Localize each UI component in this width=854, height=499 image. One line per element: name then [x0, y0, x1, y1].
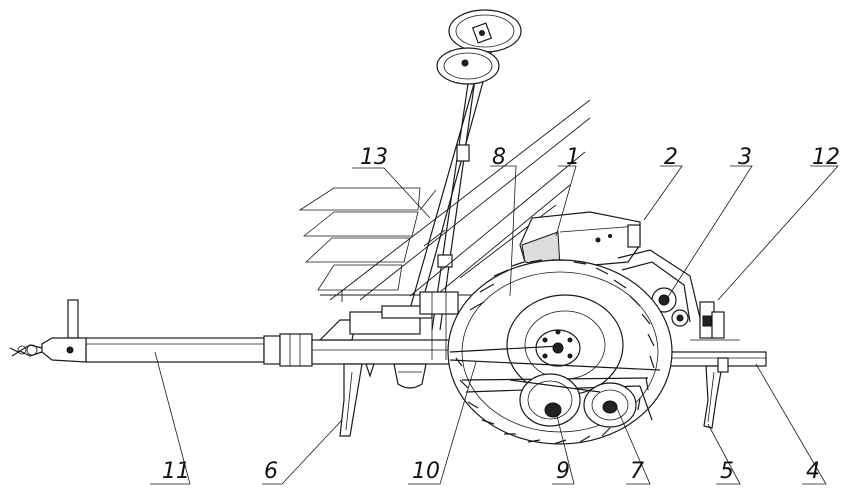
callout-7: 7	[630, 459, 644, 484]
closing-discs	[509, 373, 637, 428]
callout-10: 10	[412, 459, 440, 484]
callout-1: 1	[566, 145, 580, 170]
rear-coulter	[703, 357, 729, 429]
drive-assembly	[617, 249, 740, 341]
leader-lines	[150, 165, 839, 485]
callout-12: 12	[812, 145, 840, 170]
gearbox	[393, 363, 427, 389]
callout-3: 3	[738, 145, 752, 170]
callout-labels: 13 8 1 2 3 12 11 6 10 9 7 5 4	[162, 145, 840, 484]
callout-8: 8	[492, 145, 506, 170]
callout-5: 5	[720, 459, 734, 484]
callout-4: 4	[806, 459, 820, 484]
main-frame	[311, 291, 767, 367]
callout-9: 9	[556, 459, 570, 484]
front-support-leg	[339, 363, 375, 437]
callout-6: 6	[264, 459, 278, 484]
marker-disc-upper	[448, 9, 522, 53]
drawbar	[9, 299, 313, 367]
seed-hopper	[519, 211, 641, 269]
callout-11: 11	[162, 459, 190, 484]
callout-13: 13	[360, 145, 388, 170]
callout-2: 2	[664, 145, 678, 170]
marker-disc-lower	[436, 47, 500, 85]
